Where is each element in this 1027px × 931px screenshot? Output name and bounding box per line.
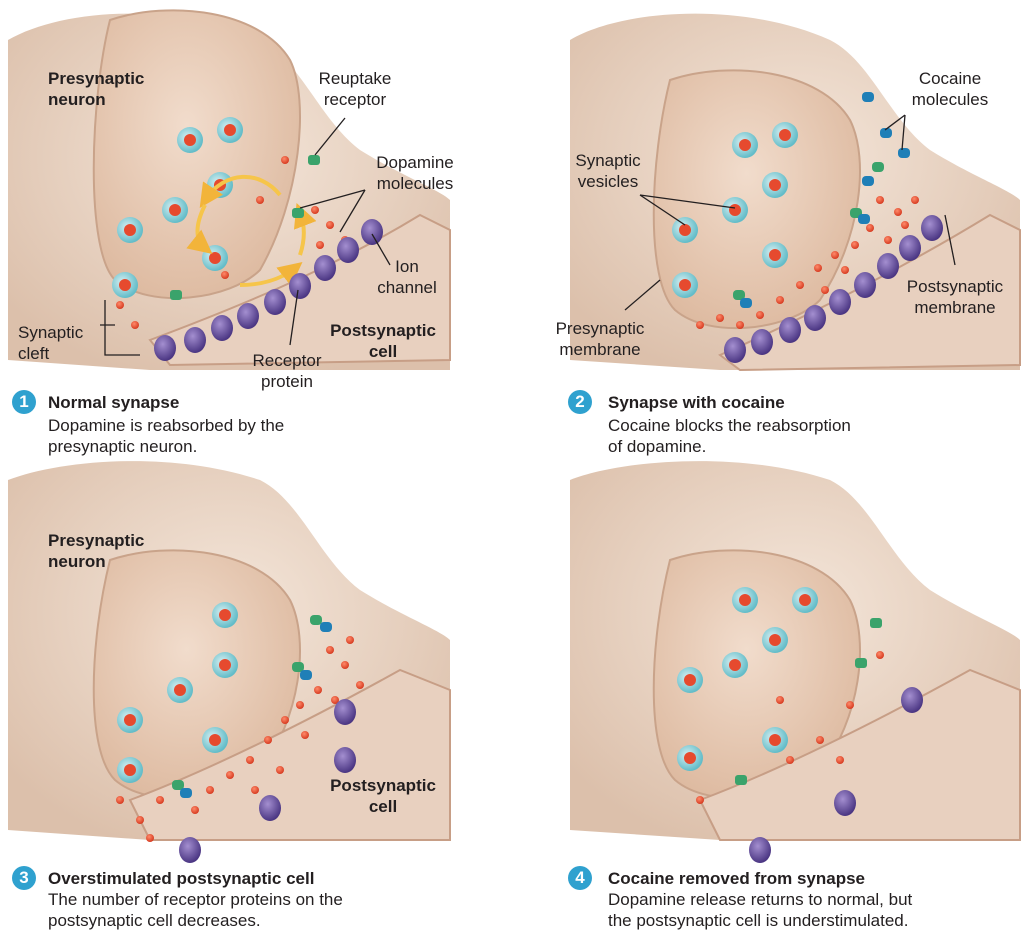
- panel-3-title: Overstimulated postsynaptic cell: [48, 868, 314, 889]
- step-3-badge: 3: [12, 866, 36, 890]
- step-4-badge: 4: [568, 866, 592, 890]
- step-1-badge: 1: [12, 390, 36, 414]
- panel-1-title: Normal synapse: [48, 392, 179, 413]
- panel-4-tissue: [570, 461, 1020, 840]
- panel-4-title: Cocaine removed from synapse: [608, 868, 865, 889]
- panel-2-title: Synapse with cocaine: [608, 392, 785, 413]
- step-2-badge: 2: [568, 390, 592, 414]
